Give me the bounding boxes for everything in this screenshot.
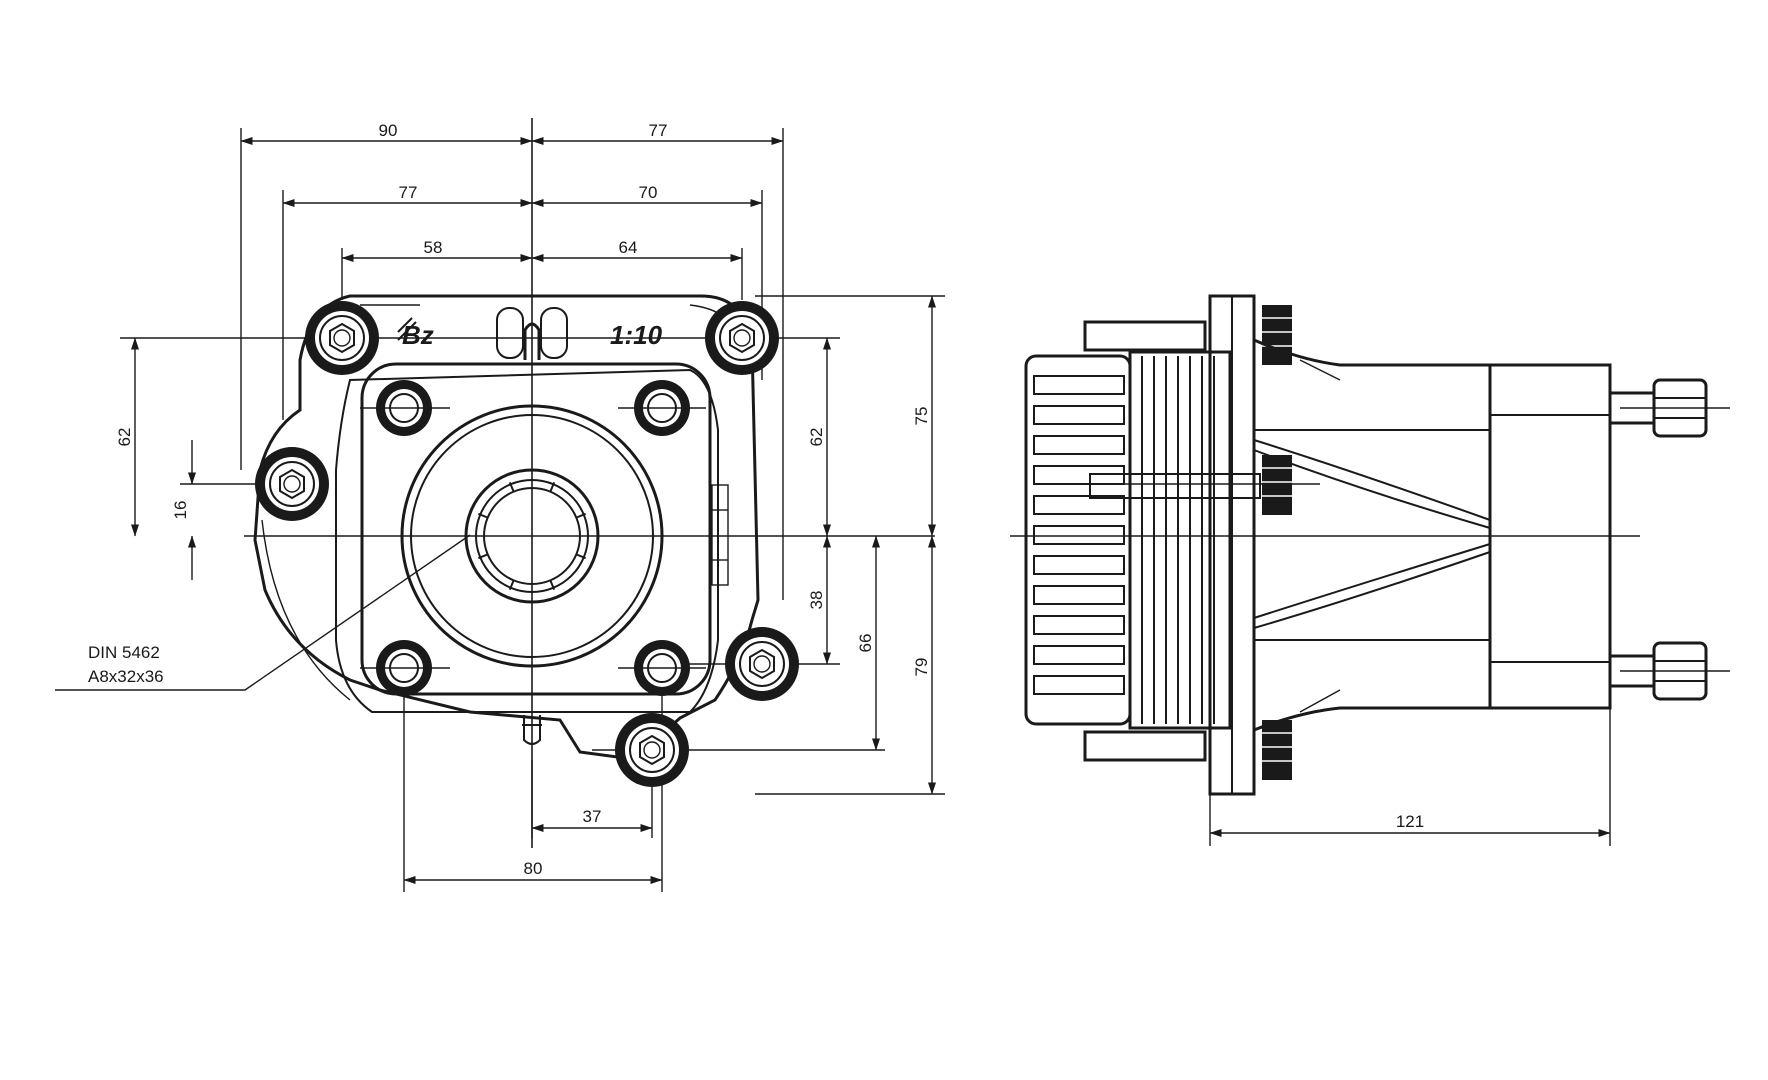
bolt-bottom: [615, 713, 689, 787]
boss-outer: [400, 404, 664, 668]
shaft-spline-outer: [475, 479, 589, 593]
dim-66: 66: [856, 634, 875, 653]
dim-80: 80: [524, 859, 543, 878]
front-extension-lines: [240, 128, 784, 892]
side-stud: [1089, 473, 1261, 499]
front-view: Bz 1:10: [55, 118, 945, 892]
bolt-left: [255, 447, 329, 521]
dim-90: 90: [379, 121, 398, 140]
bolt-top-right: [705, 301, 779, 375]
logo-mark-icon: [397, 317, 417, 341]
bracket-top: [1083, 320, 1207, 352]
shaft-rib: [1033, 375, 1125, 395]
dim-75: 75: [912, 407, 931, 426]
spline-tooth: [508, 579, 515, 590]
shaft-rib: [1033, 435, 1125, 455]
dim-62-right: 62: [807, 428, 826, 447]
spline-leader: [55, 534, 471, 691]
shaft-rib: [1033, 405, 1125, 425]
shaft-rib: [1033, 585, 1125, 605]
shaft-rib: [1033, 645, 1125, 665]
spline-teeth: [478, 482, 586, 590]
pump-rear-body: [1488, 363, 1612, 710]
spline-tooth: [549, 482, 556, 493]
shaft-end: [1024, 354, 1132, 726]
bolt-lower-right: [725, 627, 799, 701]
flange-fins: [1141, 356, 1215, 724]
shaft-spline-inner: [483, 487, 581, 585]
front-centerlines: [120, 118, 945, 848]
dim-77-top: 77: [649, 121, 668, 140]
dim-16: 16: [171, 501, 190, 520]
boss-inner: [410, 414, 654, 658]
flange-body: [335, 368, 719, 713]
side-bolt-middle: [1262, 455, 1292, 515]
drain-plug: [523, 715, 541, 745]
spline-tooth: [478, 553, 489, 560]
spline-tooth: [478, 512, 489, 519]
bracket-bottom: [1083, 730, 1207, 762]
spline-tooth: [575, 553, 586, 560]
square-flange: [360, 362, 712, 696]
dim-121: 121: [1396, 812, 1424, 831]
front-dimension-lines: [55, 137, 936, 884]
dim-79: 79: [912, 658, 931, 677]
logo-stamp: Bz: [402, 320, 434, 350]
dim-62-left: 62: [115, 428, 134, 447]
vent-plug-center: [523, 322, 541, 360]
dim-77-mid: 77: [399, 183, 418, 202]
dim-64: 64: [619, 238, 638, 257]
dim-58: 58: [424, 238, 443, 257]
ratio-stamp: 1:10: [610, 320, 663, 350]
shaft-ribs: [1033, 375, 1125, 695]
spline-tooth: [575, 512, 586, 519]
shaft-rib: [1033, 615, 1125, 635]
side-view: 121: [1010, 294, 1730, 846]
shaft-rib: [1033, 675, 1125, 695]
bolt-top-left: [305, 301, 379, 375]
spline-label-line1: DIN 5462: [88, 643, 160, 662]
side-bolt-top: [1262, 305, 1292, 365]
vent-plug-left: [496, 307, 524, 359]
dim-37: 37: [583, 807, 602, 826]
side-bolt-bottom: [1262, 720, 1292, 780]
shaft-outer: [464, 468, 600, 604]
spline-tooth: [508, 482, 515, 493]
spline-label-line2: A8x32x36: [88, 667, 164, 686]
dim-38: 38: [807, 591, 826, 610]
dim-70: 70: [639, 183, 658, 202]
flange-plate: [1128, 350, 1232, 730]
vent-plug-right: [540, 307, 568, 359]
spline-tooth: [549, 579, 556, 590]
shaft-rib: [1033, 555, 1125, 575]
shaft-rib: [1033, 495, 1125, 515]
shaft-rib: [1033, 525, 1125, 545]
